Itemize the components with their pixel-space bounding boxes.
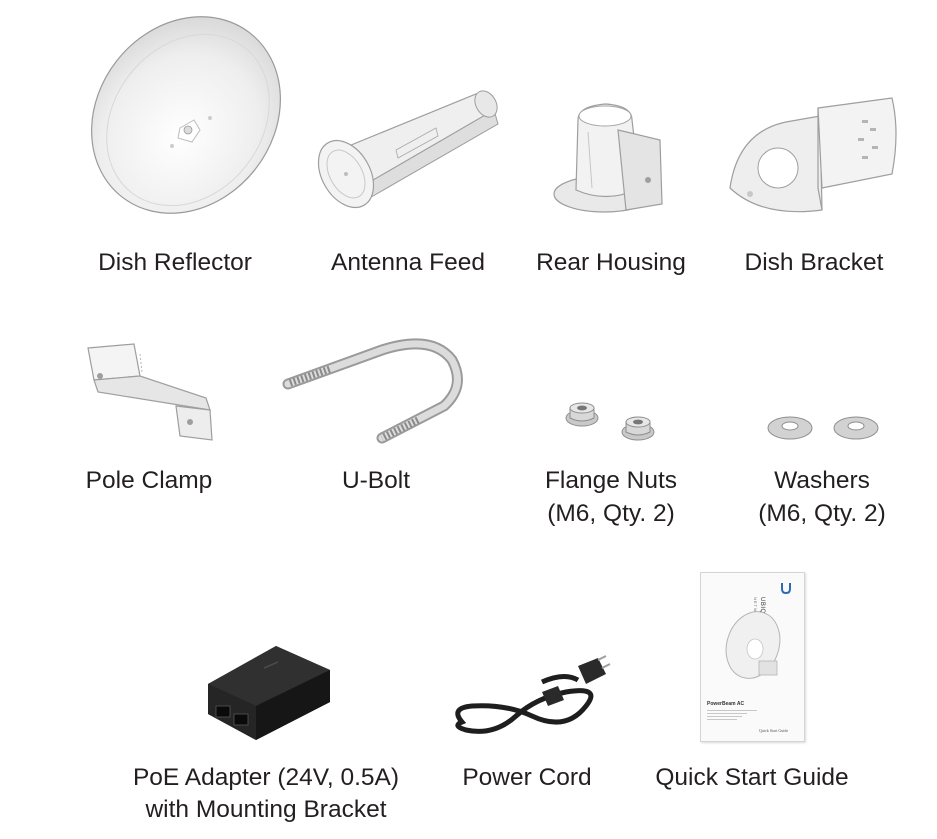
washers-label-line1: Washers	[774, 467, 870, 494]
ubiquiti-u-icon	[781, 583, 791, 595]
poe-adapter-label-line2: with Mounting Bracket	[145, 796, 387, 823]
booklet-product: PowerBeam AC	[707, 701, 745, 707]
quick-start-guide-label: Quick Start Guide	[655, 764, 849, 791]
poe-adapter-label-line1: PoE Adapter (24V, 0.5A)	[132, 764, 400, 791]
dish-reflector-label: Dish Reflector	[98, 249, 252, 276]
pole-clamp-image	[87, 343, 213, 441]
u-bolt-label: U-Bolt	[341, 467, 411, 494]
poe-adapter-image	[208, 646, 330, 740]
booklet-dish-image	[725, 611, 781, 679]
rear-housing-image	[553, 103, 663, 213]
quick-start-guide-booklet: UBIQUITI NETWORKS PowerBeam AC Quick Sta…	[700, 572, 805, 742]
power-cord-image	[455, 655, 611, 734]
dish-bracket-label: Dish Bracket	[744, 249, 884, 276]
rear-housing-label: Rear Housing	[536, 249, 686, 276]
antenna-feed-image	[317, 90, 499, 209]
power-cord-label: Power Cord	[462, 764, 592, 791]
washers-label-line2: (M6, Qty. 2)	[758, 500, 886, 527]
pole-clamp-label: Pole Clamp	[85, 467, 213, 494]
u-bolt-image	[282, 338, 463, 444]
dish-reflector-image	[91, 16, 281, 214]
flange-nuts-image	[565, 402, 655, 441]
washers-image	[767, 416, 879, 440]
ubiquiti-logo	[775, 581, 797, 599]
booklet-footer: Quick Start Guide	[759, 728, 789, 733]
booklet-text-lines	[707, 710, 757, 720]
dish-bracket-image	[729, 97, 897, 213]
flange-nuts-label-line2: (M6, Qty. 2)	[547, 500, 675, 527]
antenna-feed-label: Antenna Feed	[331, 249, 485, 276]
flange-nuts-label-line1: Flange Nuts	[544, 467, 678, 494]
